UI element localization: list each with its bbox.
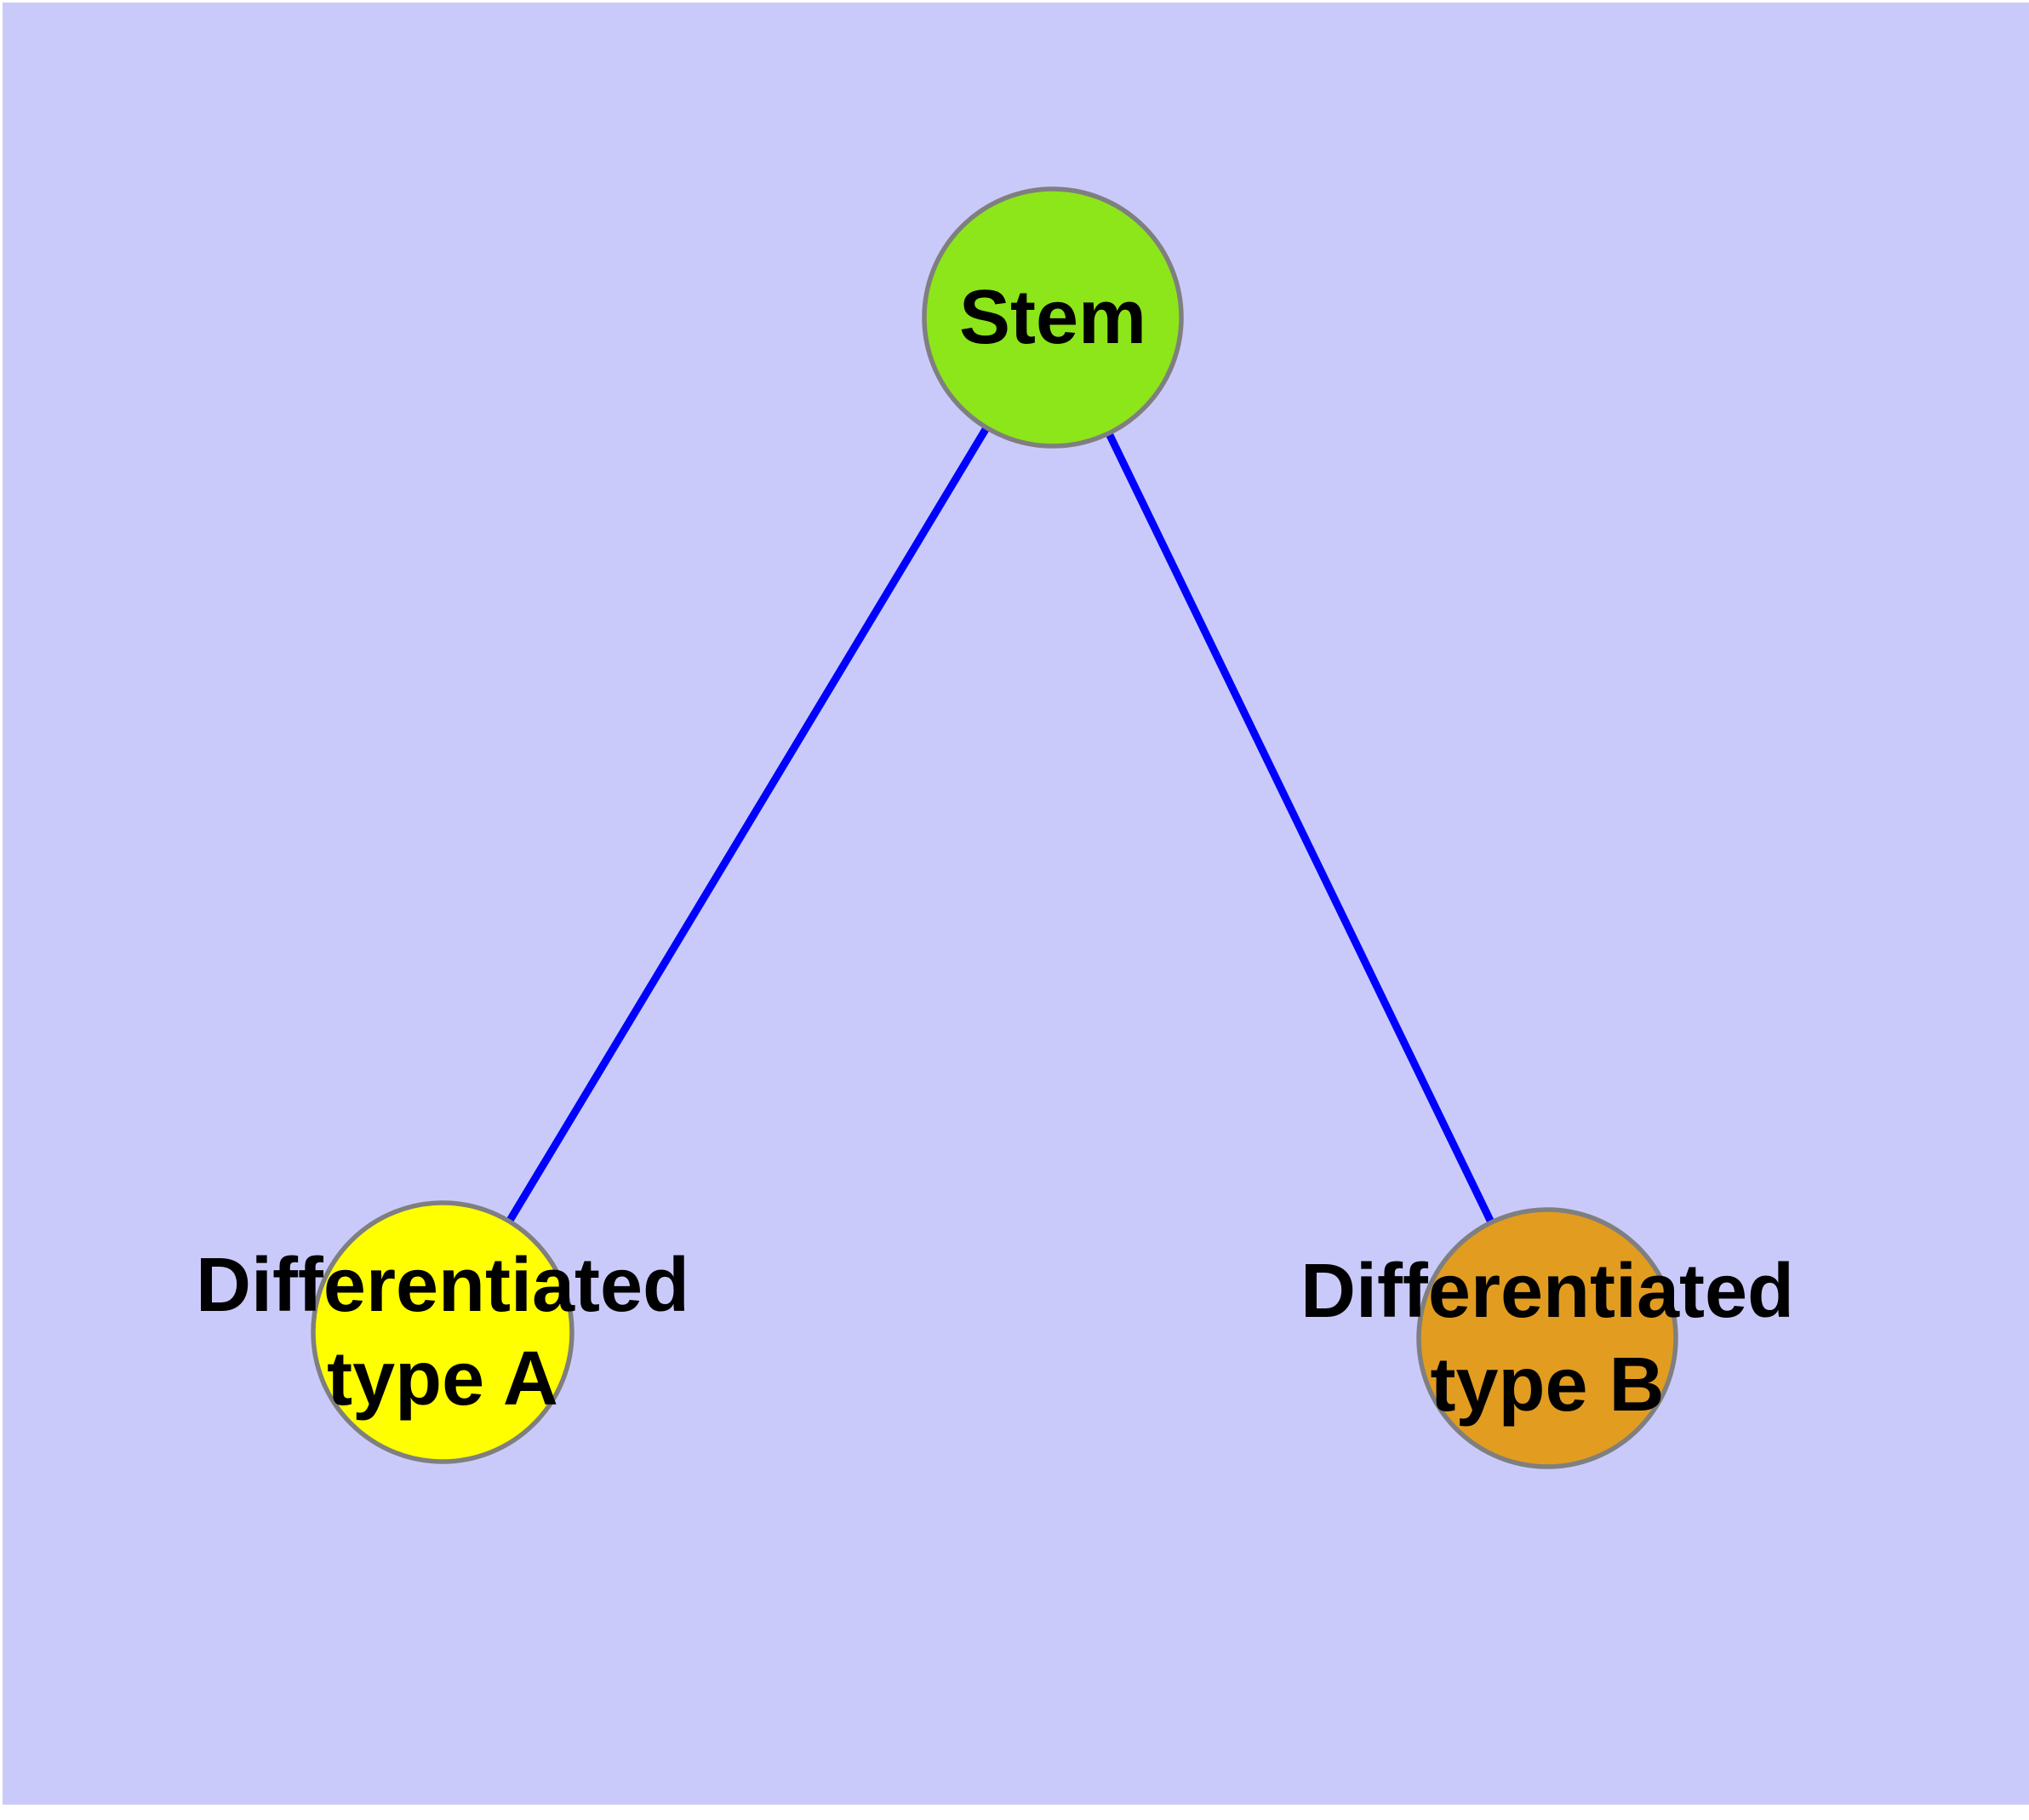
type-b-node bbox=[1416, 1207, 1678, 1469]
type-a-node bbox=[311, 1200, 574, 1464]
type-a-node-label-line1: Differentiated bbox=[196, 1243, 689, 1328]
type-b-node-label-line1: Differentiated bbox=[1300, 1249, 1794, 1334]
stem-node-label: Stem bbox=[959, 275, 1146, 360]
edge-stem-to-type-b bbox=[1049, 316, 1552, 1340]
edge-stem-to-type-a bbox=[439, 315, 1056, 1335]
stem-node bbox=[922, 186, 1184, 449]
type-b-node-label-line2: type B bbox=[1430, 1342, 1664, 1428]
type-a-node-label-line2: type A bbox=[327, 1336, 558, 1422]
